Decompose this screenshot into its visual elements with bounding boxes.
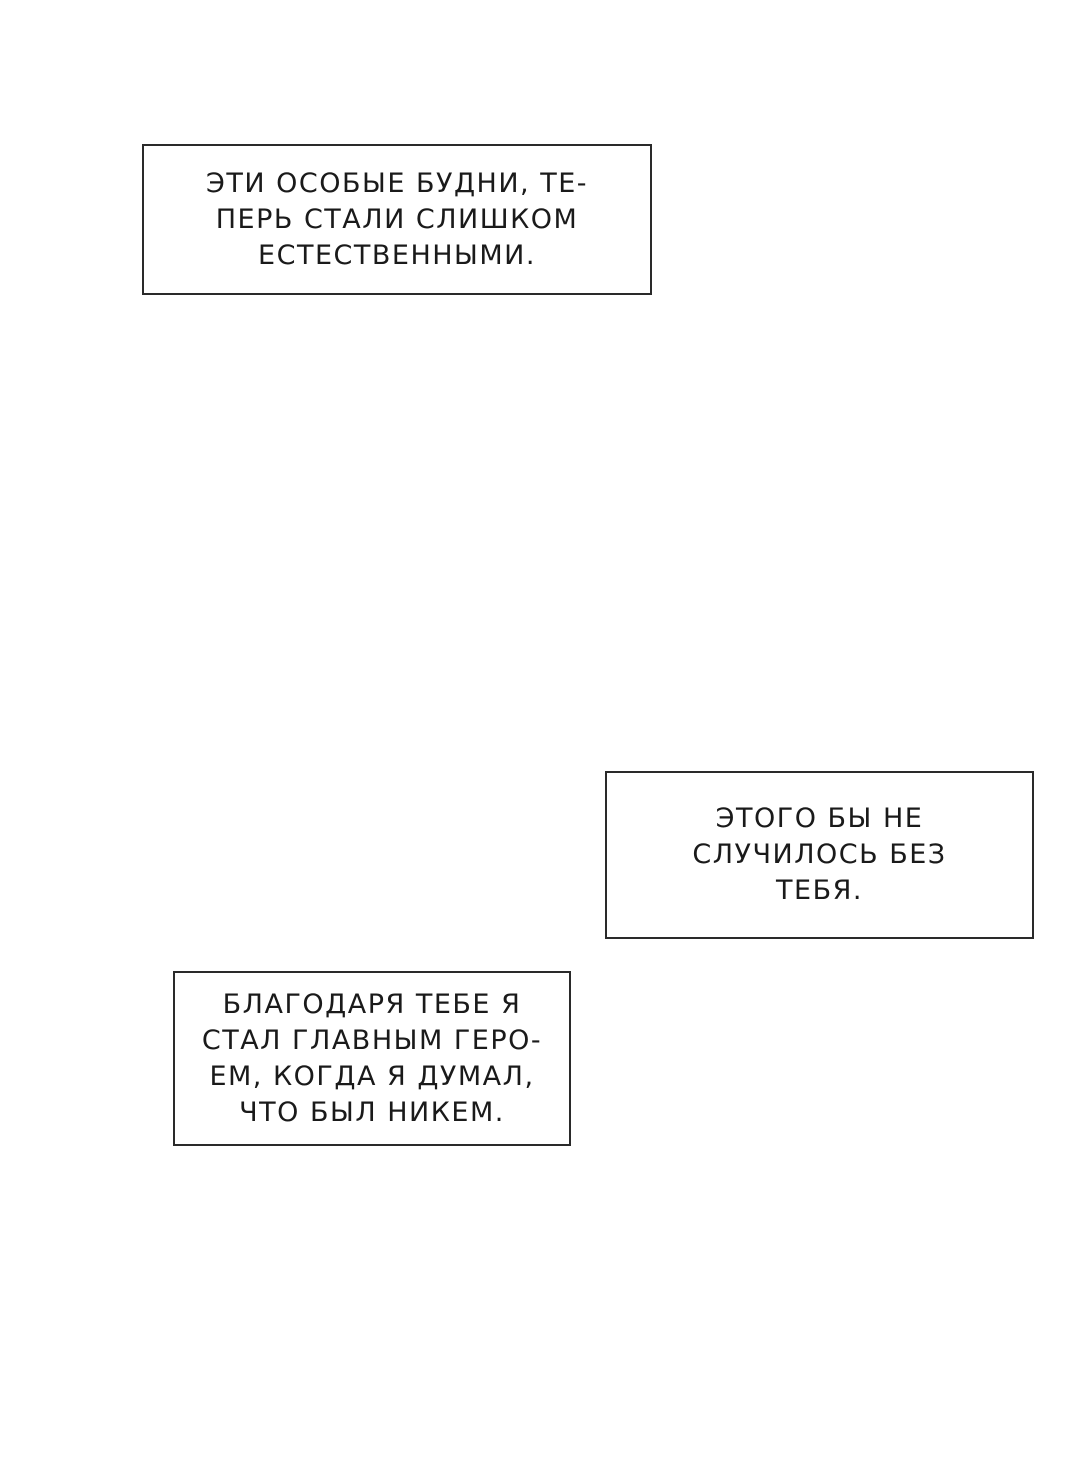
- caption-3-line-3: ЕМ, КОГДА Я ДУМАЛ,: [209, 1060, 535, 1092]
- caption-1-line-3: ЕСТЕСТВЕННЫМИ.: [258, 239, 536, 271]
- caption-2-line-2: СЛУЧИЛОСЬ БЕЗ: [692, 839, 947, 870]
- caption-1-line-2: ПЕРЬ СТАЛИ СЛИШКОМ: [215, 203, 579, 235]
- caption-1-line-1: ЭТИ ОСОБЫЕ БУДНИ, ТЕ-: [206, 167, 588, 199]
- caption-2-line-1: ЭТОГО БЫ НЕ: [715, 803, 924, 834]
- caption-2-line-3: ТЕБЯ.: [776, 875, 863, 906]
- caption-3-line-1: БЛАГОДАРЯ ТЕБЕ Я: [222, 988, 522, 1020]
- caption-box-3: БЛАГОДАРЯ ТЕБЕ Я СТАЛ ГЛАВНЫМ ГЕРО- ЕМ, …: [173, 971, 571, 1146]
- caption-box-2: ЭТОГО БЫ НЕ СЛУЧИЛОСЬ БЕЗ ТЕБЯ.: [605, 771, 1034, 939]
- caption-3-line-2: СТАЛ ГЛАВНЫМ ГЕРО-: [201, 1024, 543, 1056]
- caption-box-1: ЭТИ ОСОБЫЕ БУДНИ, ТЕ- ПЕРЬ СТАЛИ СЛИШКОМ…: [142, 144, 652, 295]
- caption-3-line-4: ЧТО БЫЛ НИКЕМ.: [239, 1096, 505, 1128]
